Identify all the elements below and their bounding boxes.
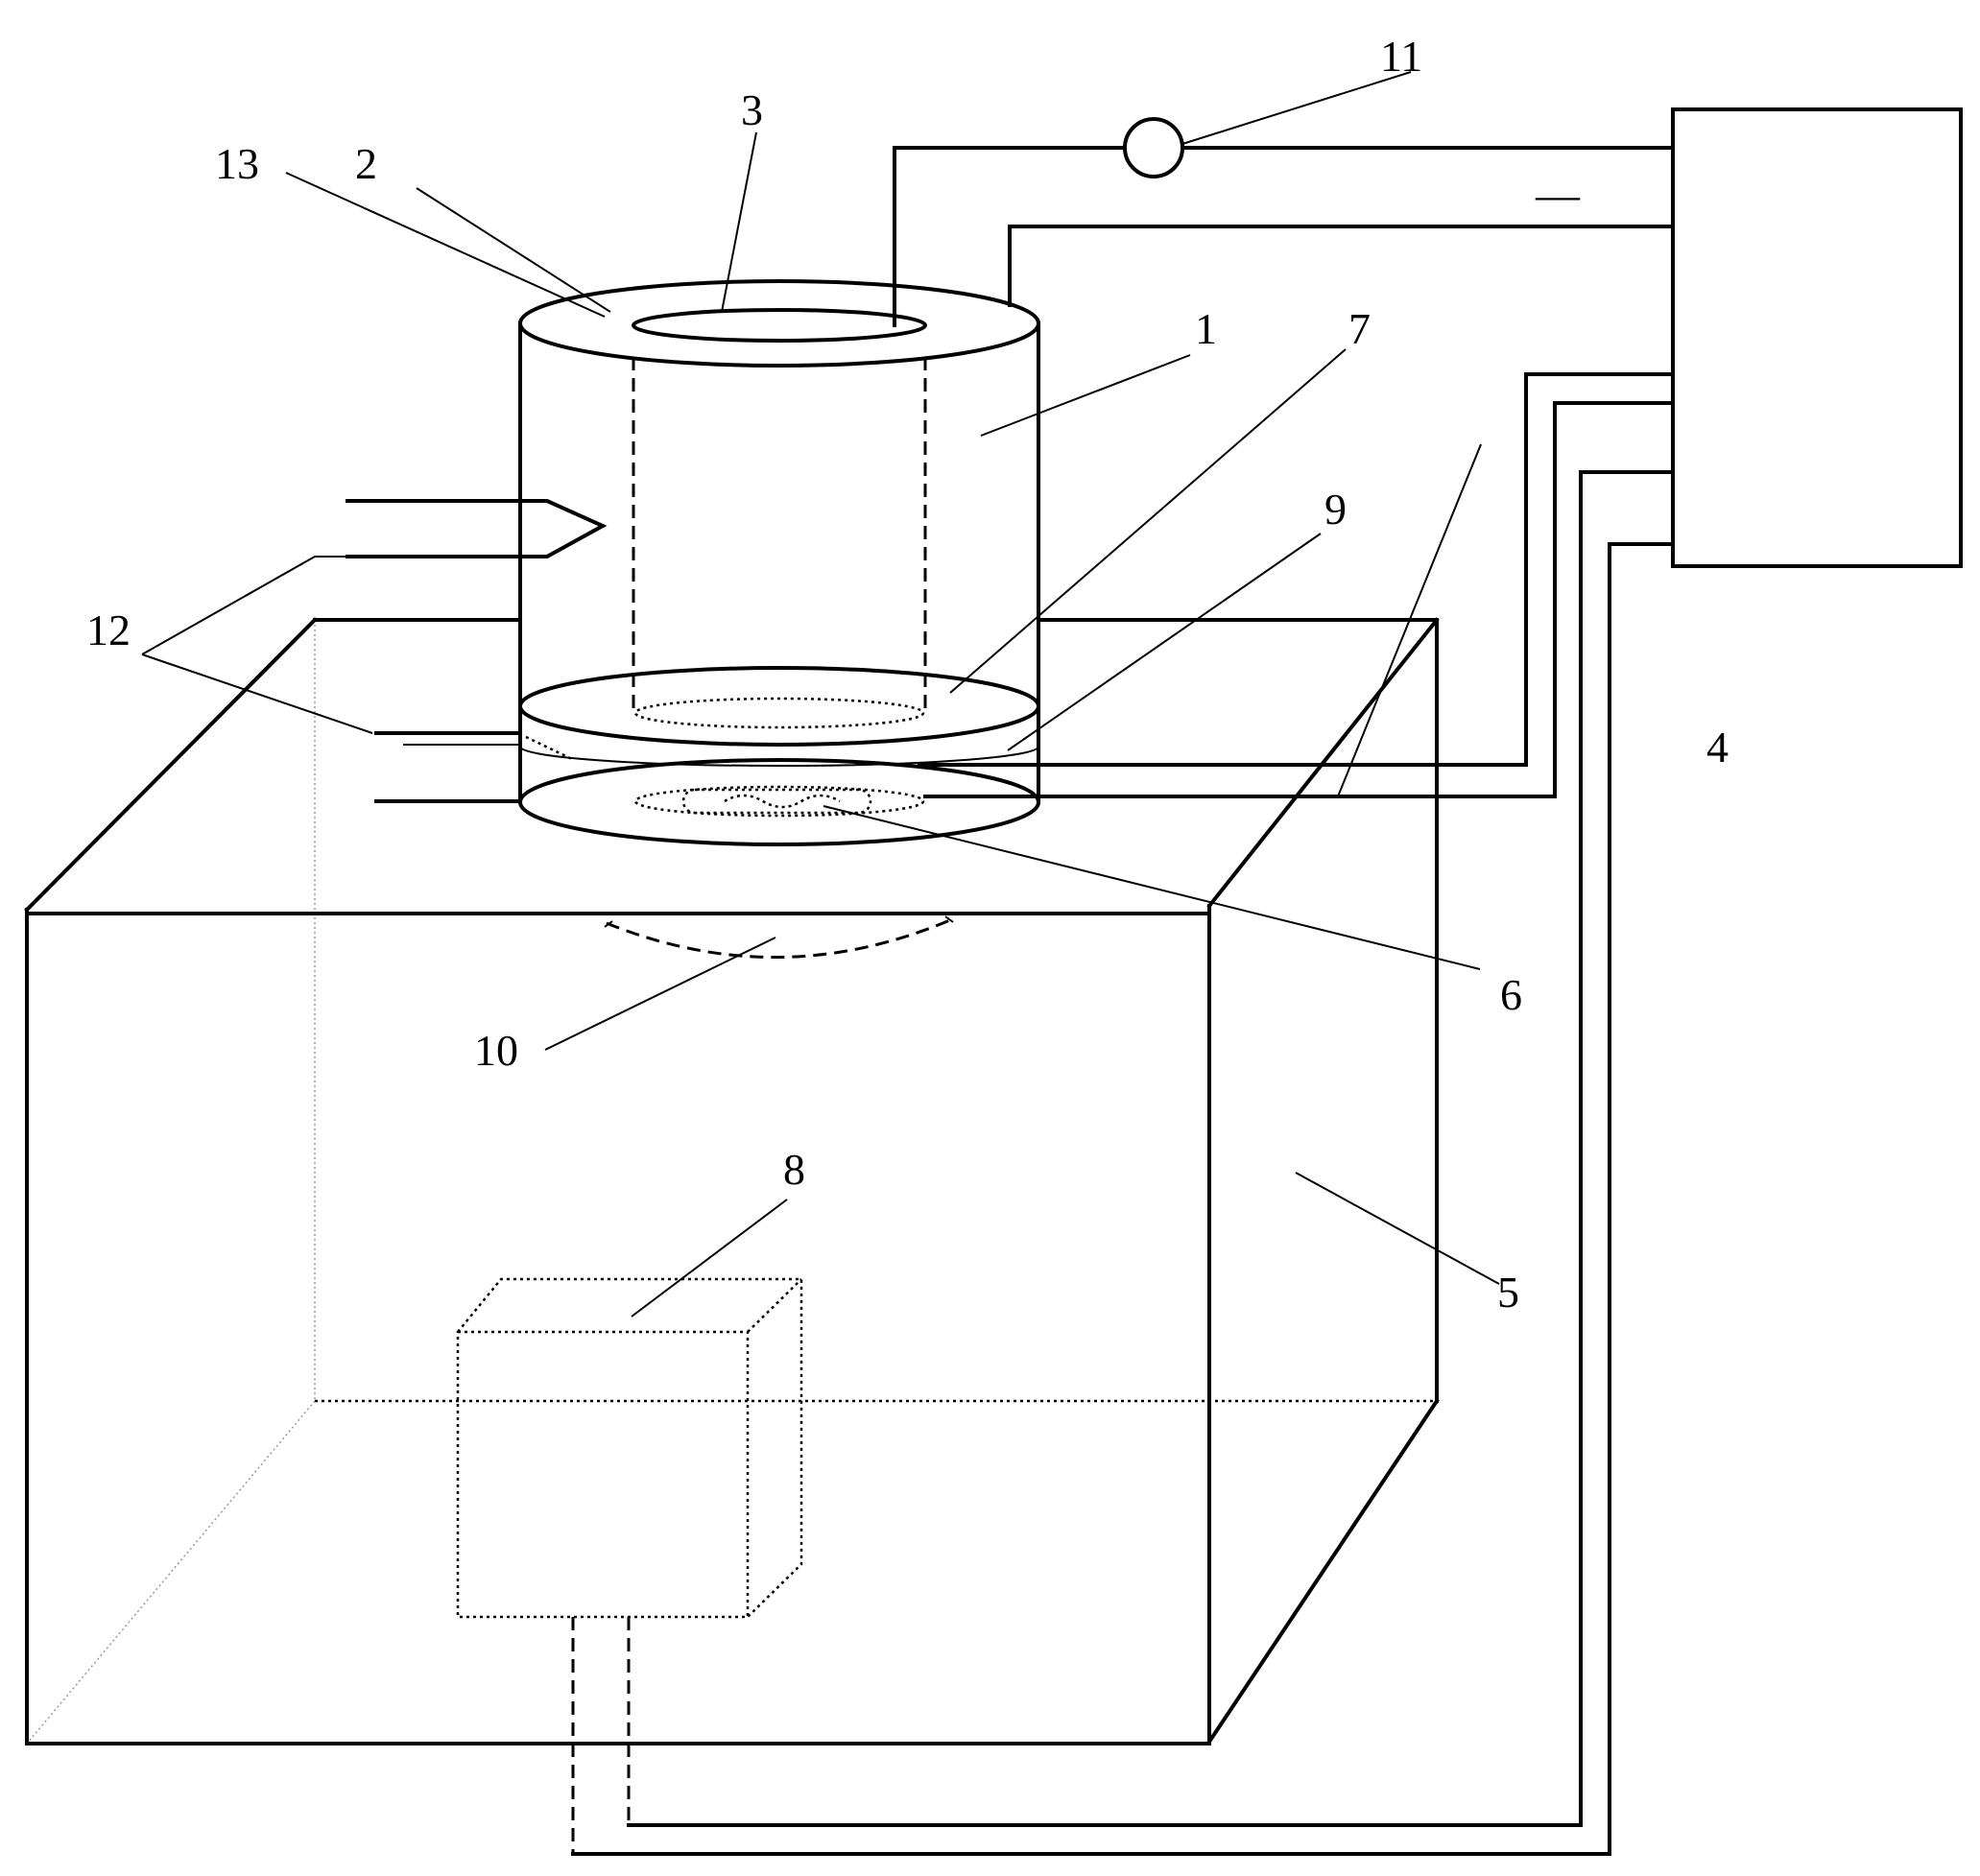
leader-1 xyxy=(981,355,1190,436)
label-11: 11 xyxy=(1380,32,1422,81)
light-box-front xyxy=(458,1332,748,1617)
dotted-inlet xyxy=(526,737,574,760)
tank-bottom-left-diagonal xyxy=(27,1401,315,1744)
controller-box xyxy=(1673,109,1961,566)
label-2: 2 xyxy=(355,139,377,188)
base-disc xyxy=(520,760,1038,844)
light-box-top-right xyxy=(458,1279,801,1617)
probe-nozzle xyxy=(347,501,603,557)
leader-7 xyxy=(950,349,1346,693)
leader-13 xyxy=(286,173,605,317)
label-1: 1 xyxy=(1195,304,1217,353)
label-12: 12 xyxy=(86,606,131,654)
irradiation-arc xyxy=(607,919,952,958)
light-box-edge xyxy=(748,1279,801,1332)
label-13: 13 xyxy=(215,139,259,188)
sample-ring-inner xyxy=(683,790,871,813)
leader-10 xyxy=(545,938,775,1050)
leader-2 xyxy=(417,188,610,312)
leader-9 xyxy=(1008,534,1321,750)
inner-electrode-bottom xyxy=(635,699,923,727)
leader-5 xyxy=(1296,1173,1499,1284)
leader-12-lower xyxy=(142,654,372,733)
cylinder-top-rim xyxy=(520,281,1038,366)
leader-11 xyxy=(1182,72,1411,144)
leader-6 xyxy=(823,806,1480,969)
meter-11 xyxy=(1125,119,1182,177)
label-8: 8 xyxy=(783,1145,805,1194)
wire-light-a xyxy=(573,544,1673,1854)
cylinder-vessel xyxy=(520,281,1038,844)
leader-8 xyxy=(632,1199,787,1317)
sample-squiggle xyxy=(725,796,840,807)
wire-outer-cylinder xyxy=(1010,226,1673,305)
tank-bottom-right-edge xyxy=(1209,1401,1437,1742)
label-6: 6 xyxy=(1500,970,1522,1019)
sample-ring-outer xyxy=(635,787,923,816)
membrane-9 xyxy=(520,747,1038,766)
label-3: 3 xyxy=(741,85,763,134)
label-7: 7 xyxy=(1348,304,1371,353)
inner-electrode-top xyxy=(633,310,925,341)
label-5: 5 xyxy=(1497,1268,1519,1317)
plate-7-bottom xyxy=(520,706,1038,745)
minus-sign: — xyxy=(1535,170,1581,219)
leader-12-upper xyxy=(142,557,347,654)
light-source-box xyxy=(458,1279,801,1854)
plate-7-top xyxy=(520,668,1038,706)
leader-3 xyxy=(722,132,756,312)
label-9: 9 xyxy=(1324,485,1347,534)
leader-lines xyxy=(142,72,1499,1317)
irradiation-arc-ticks xyxy=(605,916,953,927)
label-4: 4 xyxy=(1706,723,1729,772)
wire-membrane xyxy=(919,374,1673,765)
label-10: 10 xyxy=(474,1026,518,1075)
